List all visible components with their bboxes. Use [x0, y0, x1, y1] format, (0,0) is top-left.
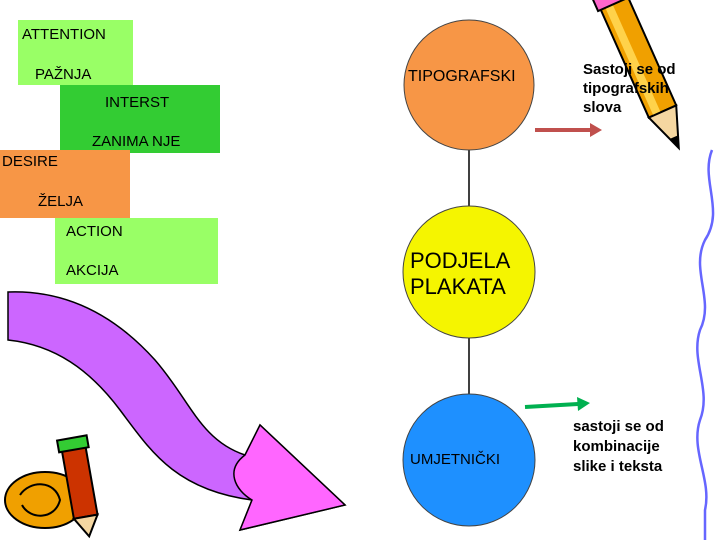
top-note-line2: tipografskih	[583, 80, 669, 97]
top-note-line3: slova	[583, 99, 621, 116]
plakata-label: PLAKATA	[410, 274, 506, 300]
bottom-note-line1: sastoji se od	[573, 418, 664, 435]
top-note-line1: Sastoji se od	[583, 61, 676, 78]
red-arrow-head	[590, 123, 602, 137]
green-arrow-head	[577, 397, 590, 411]
tipografski-label: TIPOGRAFSKI	[408, 68, 516, 86]
pencil-writing-icon	[5, 435, 104, 539]
wavy-line	[697, 150, 713, 540]
curved-arrow-head	[234, 425, 345, 530]
podjela-label: PODJELA	[410, 248, 510, 274]
bottom-note-line3: slike i teksta	[573, 458, 662, 475]
umjetnicki-label: UMJETNIČKI	[410, 451, 500, 468]
bottom-note-line2: kombinacije	[573, 438, 660, 455]
green-arrow-line	[525, 404, 578, 407]
